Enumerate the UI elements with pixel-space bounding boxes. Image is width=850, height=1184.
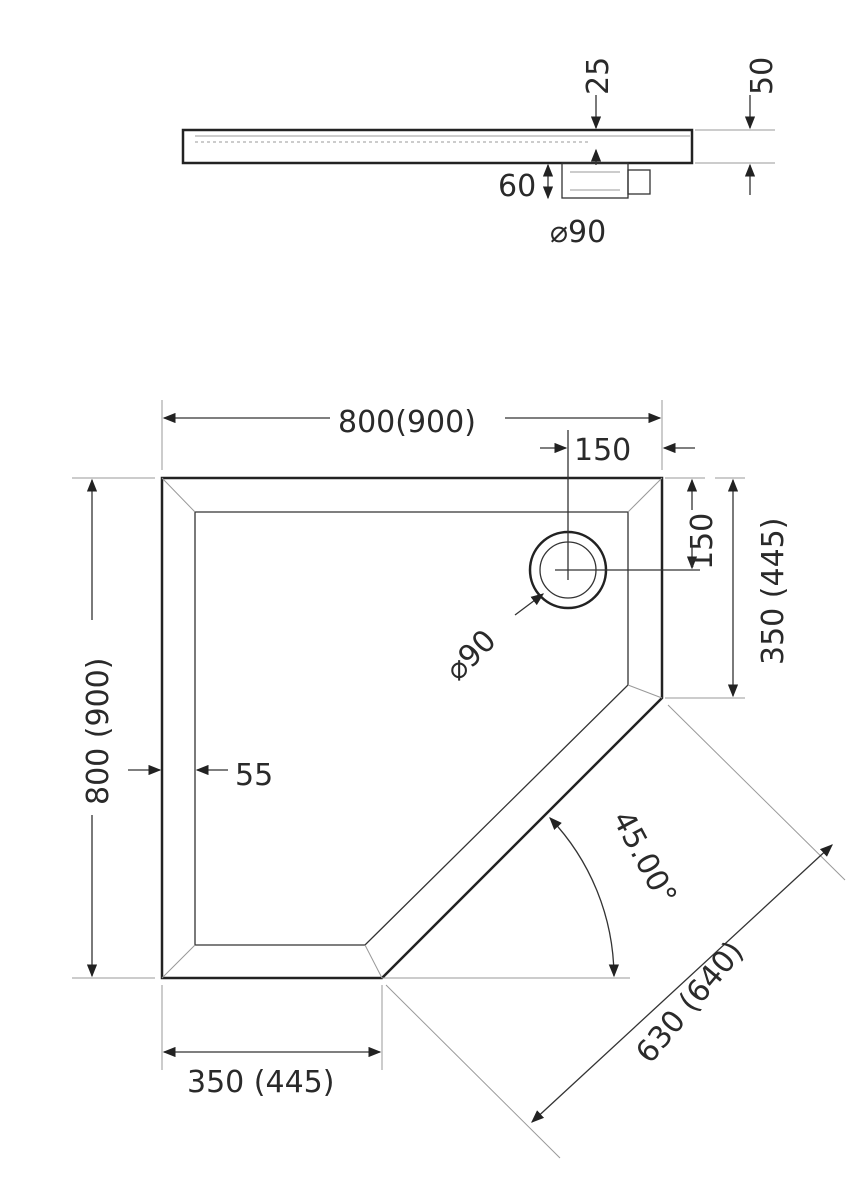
tray-outline (160, 476, 664, 980)
drain (528, 430, 700, 610)
dim-side-right: 350 (445) (756, 518, 791, 665)
dim-rim: 55 (235, 758, 273, 793)
dim-drain-offset-x: 150 (574, 433, 631, 468)
dim-drain-diameter: ⌀90 (439, 623, 504, 688)
dim-waste-diameter: ⌀90 (550, 215, 606, 250)
tray-profile (181, 128, 694, 165)
dim-depth: 800 (900) (81, 658, 116, 805)
side-view: 25 50 60 ⌀90 (181, 57, 780, 250)
dim-side-bottom: 350 (445) (187, 1065, 334, 1100)
waste-outlet (561, 162, 651, 199)
dim-diagonal: 630 (640) (629, 935, 751, 1070)
dim-height: 50 (745, 57, 780, 95)
dim-waste-height: 60 (498, 169, 536, 204)
plan-view: 800(900) 150 150 350 (445) 800 (900) 55 … (72, 400, 846, 1159)
dim-drain-offset-y: 150 (685, 513, 720, 570)
tray-basin (194, 511, 629, 946)
dim-width: 800(900) (338, 405, 476, 440)
dim-angle: 45.00° (605, 805, 683, 911)
dim-drain-depth: 25 (581, 57, 616, 95)
